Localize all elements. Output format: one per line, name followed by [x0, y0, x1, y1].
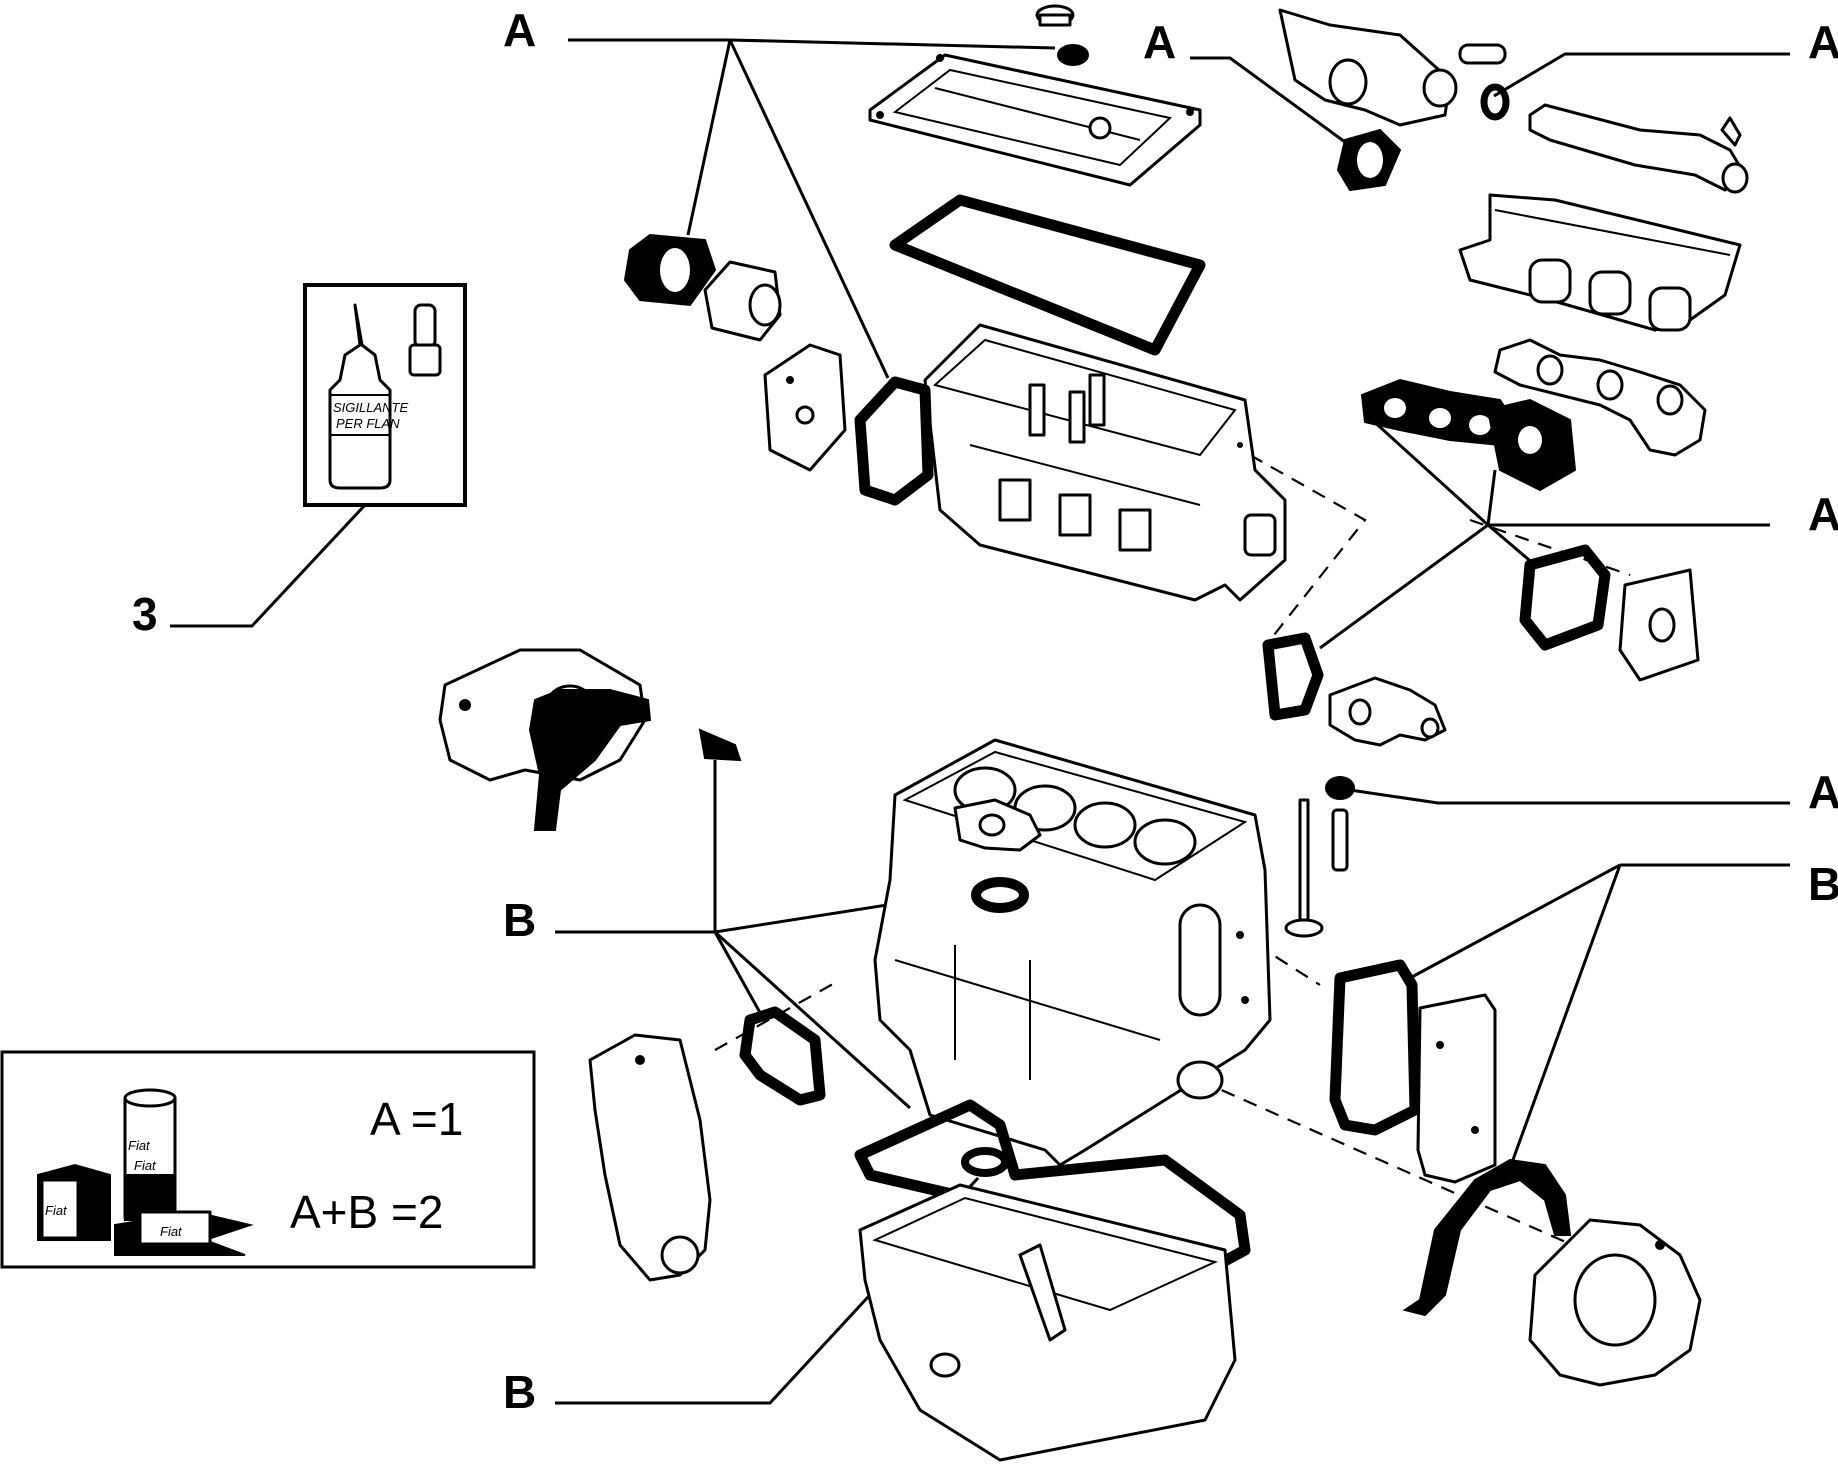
valve-cover-gasket — [889, 194, 1206, 356]
rear-cover-plate — [1416, 993, 1497, 1184]
sealant-box: SIGILLANTE PER FLAN — [303, 283, 467, 507]
oil-pan-drain-seal — [961, 1147, 1009, 1177]
callout-a-top-left: A — [503, 4, 536, 56]
water-outlet-seal — [1336, 128, 1402, 192]
exhaust-manifold — [1493, 338, 1707, 457]
rear-cover-gasket — [1329, 959, 1421, 1136]
callout-b-right: B — [1808, 858, 1838, 910]
fiat-kit-icon: Fiat Fiat Fiat Fiat — [37, 1088, 254, 1256]
brand-label-cylinder-1: Fiat — [128, 1138, 151, 1153]
exhaust-manifold-gasket — [1360, 378, 1577, 492]
water-hose-o-ring — [1480, 83, 1510, 121]
oil-filler-seal — [1057, 44, 1089, 66]
brand-label-box-right: Fiat — [160, 1224, 183, 1239]
bottle-label-line2: PER FLAN — [336, 416, 400, 431]
callout-a-top-right: A — [1808, 16, 1838, 68]
rear-main-seal-housing — [1528, 1218, 1702, 1387]
thermostat-flange-gasket — [623, 233, 717, 307]
callout-a-water-outlet: A — [1143, 16, 1176, 68]
valve-stem-seal — [1325, 776, 1355, 800]
bottle-label-line1: SIGILLANTE — [333, 400, 408, 415]
callout-a-middle-right: A — [1808, 488, 1838, 540]
oil-pan — [858, 1183, 1237, 1462]
callout-b-bottom: B — [503, 1366, 536, 1418]
leader-lines — [170, 38, 1790, 1405]
callout-letters: A A A A A B B B 3 — [132, 4, 1838, 1418]
engine-block — [873, 738, 1272, 1167]
intake-manifold — [1458, 193, 1742, 332]
callout-a-lower-right: A — [1808, 766, 1838, 818]
thermostat-housing — [703, 260, 782, 342]
rear-main-seal-gasket — [1402, 1158, 1572, 1317]
callout-b-left: B — [503, 894, 536, 946]
cylinder-head — [923, 323, 1287, 602]
block-water-seal — [971, 877, 1029, 913]
water-pump — [1328, 676, 1447, 747]
valve — [1284, 798, 1324, 938]
timing-cover — [588, 1033, 712, 1282]
legend-row-a-plus-b: A+B =2 — [290, 1186, 443, 1238]
water-pipe — [1528, 103, 1749, 194]
cylinder-head-cover — [868, 53, 1202, 187]
brand-label-box-left: Fiat — [45, 1203, 68, 1218]
fuel-pump-gasket — [854, 376, 934, 506]
callout-item-3: 3 — [132, 588, 158, 640]
egr-flange — [1618, 568, 1700, 682]
block-water-fitting — [953, 798, 1042, 852]
legend-row-a: A =1 — [370, 1093, 463, 1145]
sealant-bottle-icon: SIGILLANTE PER FLAN — [328, 303, 408, 490]
water-pump-gasket — [1262, 632, 1324, 721]
valve-guide — [1331, 808, 1349, 872]
nozzle-cap-icon — [408, 303, 442, 377]
brand-label-cylinder-2: Fiat — [134, 1158, 157, 1173]
oil-filler-cap — [1035, 4, 1075, 27]
timing-cover-gasket — [739, 1006, 826, 1106]
water-outlet — [1278, 8, 1507, 127]
oil-pump-gasket — [528, 689, 742, 831]
egr-flange-gasket — [1519, 544, 1611, 651]
fuel-pump-flange — [763, 343, 847, 472]
legend-box: Fiat Fiat Fiat Fiat A =1 A+B =2 — [0, 1050, 536, 1269]
